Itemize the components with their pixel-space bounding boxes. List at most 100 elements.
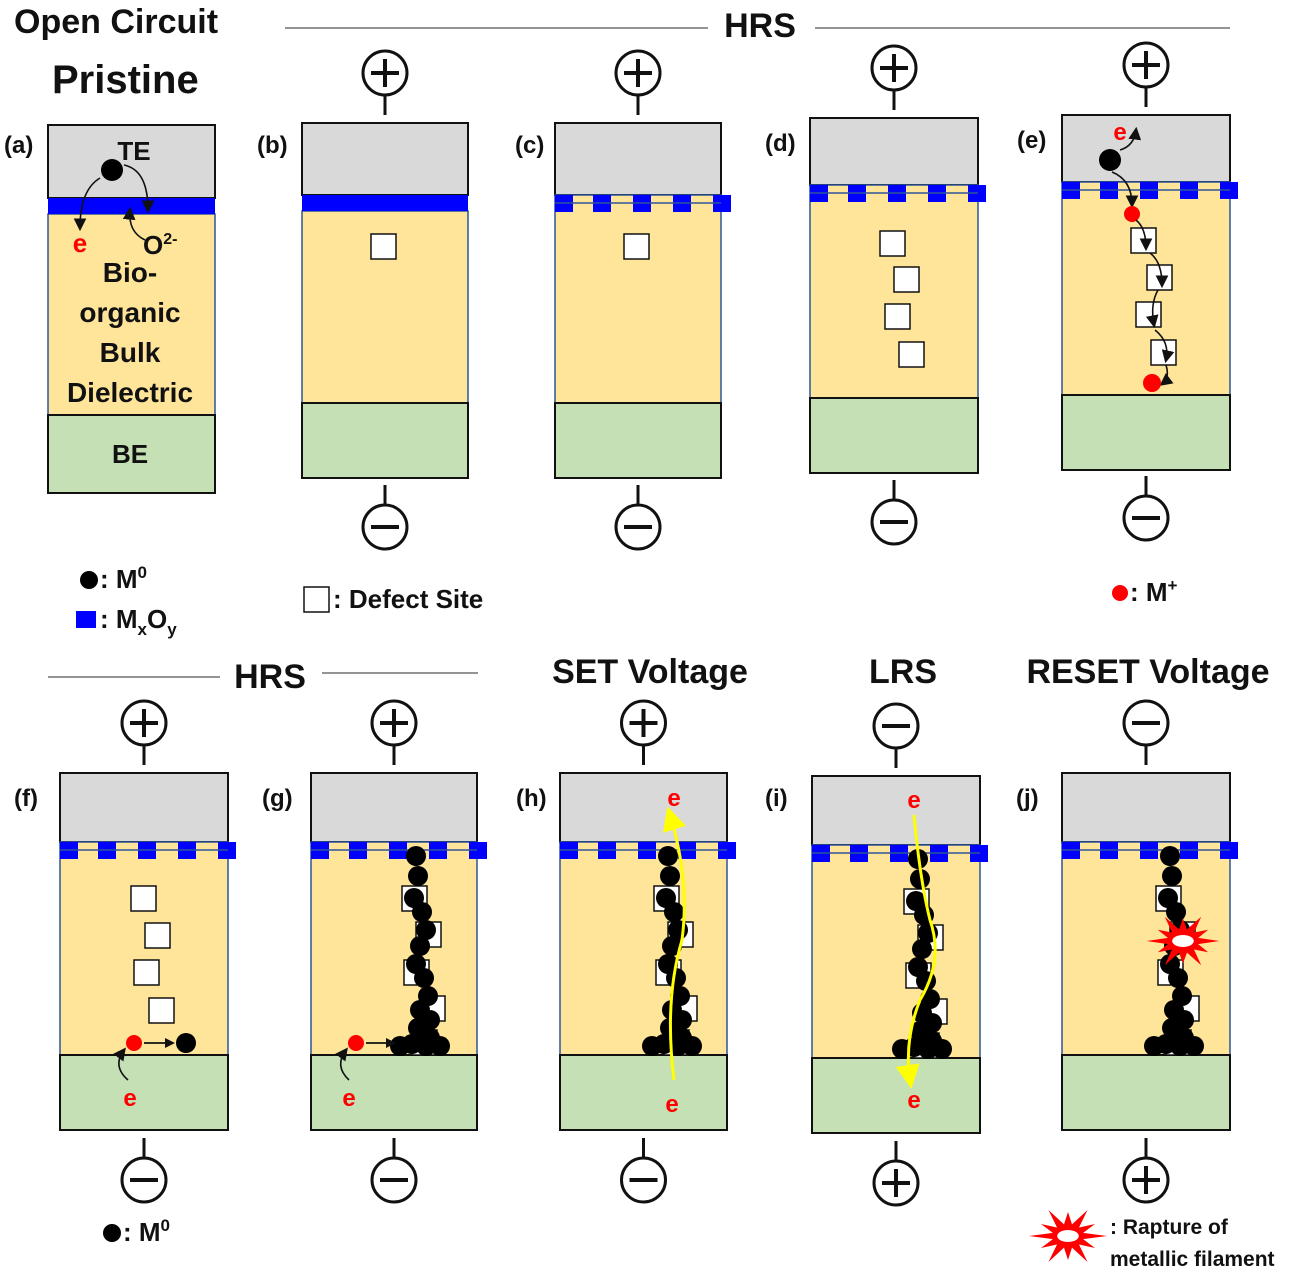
- top-electrode: [59, 772, 229, 843]
- panel-h: [559, 772, 736, 1131]
- panel-label-i: (i): [765, 785, 788, 812]
- filament-metal-atom: [416, 920, 436, 940]
- defect-site: [133, 959, 160, 986]
- ion-migration-arrow: [1145, 289, 1159, 329]
- ion-migration-arrow: [1149, 252, 1169, 289]
- panel-label-c: (c): [515, 132, 544, 159]
- electron-escape-arrow: [1119, 126, 1142, 151]
- bottom-electrode: [310, 1054, 478, 1131]
- panel-label-a: (a): [4, 132, 33, 159]
- defect-site: [1150, 339, 1177, 366]
- bottom-electrode-label: BE: [112, 439, 148, 469]
- filament-metal-atom: [390, 1036, 410, 1056]
- electron-label: e: [907, 1087, 920, 1114]
- header-hrs-top: HRS: [724, 7, 796, 45]
- filament-metal-atom: [414, 968, 434, 988]
- top-electrode: [809, 117, 979, 186]
- filament-metal-atom: [412, 902, 432, 922]
- panel-f: [59, 772, 236, 1131]
- top-electrode: [554, 122, 722, 196]
- panel-j: [1061, 772, 1238, 1131]
- defect-site: [623, 233, 650, 260]
- defect-site-legend-icon: [303, 586, 330, 613]
- filament-metal-atom: [1170, 1036, 1190, 1056]
- metal-ion-legend-icon: [1112, 585, 1128, 601]
- dielectric-label-line: organic: [79, 297, 180, 328]
- legend-metal-ion: : M+: [1130, 576, 1178, 607]
- metal-atom: [101, 159, 123, 181]
- bottom-electrode: [809, 397, 979, 474]
- superscript: +: [1168, 576, 1178, 595]
- header-reset-voltage: RESET Voltage: [1026, 653, 1269, 691]
- dielectric-layer: [1061, 841, 1231, 1056]
- panel-label-e: (e): [1017, 127, 1046, 154]
- ion-migration-arrow: [1135, 219, 1153, 252]
- filament-metal-atom: [642, 1036, 662, 1056]
- bottom-electrode: [559, 1054, 728, 1131]
- panel-c: [554, 122, 731, 479]
- legend-defect-site: : Defect Site: [333, 584, 483, 614]
- defect-site: [1135, 301, 1162, 328]
- arrowhead: [165, 1038, 175, 1048]
- electron-release-arrow: [73, 177, 101, 232]
- panel-d: [809, 117, 986, 474]
- panel-label-h: (h): [516, 785, 547, 812]
- dielectric-layer: [554, 194, 722, 404]
- filament-metal-atom: [682, 1036, 702, 1056]
- electron-arrow: [335, 1047, 350, 1081]
- filament-metal-atom: [910, 869, 930, 889]
- metal-oxide-legend-icon: [76, 611, 96, 628]
- panel-i: [811, 775, 988, 1134]
- filament-metal-atom: [918, 1039, 938, 1059]
- rupture-legend-icon-core: [1057, 1230, 1079, 1242]
- header-open-circuit: Open Circuit: [14, 3, 218, 41]
- header-pristine: Pristine: [52, 58, 199, 102]
- top-electrode: [310, 772, 478, 843]
- dielectric-label-line: Bulk: [100, 337, 161, 368]
- metal-atom-legend-icon: [103, 1224, 121, 1242]
- dielectric-layer: [59, 841, 229, 1056]
- bottom-electrode: [554, 402, 722, 479]
- header-hrs-bottom: HRS: [234, 658, 306, 696]
- metal-oxide-layer: [48, 198, 215, 214]
- metal-ion: [126, 1035, 142, 1051]
- filament-metal-atom: [664, 902, 684, 922]
- bottom-electrode: [1061, 1054, 1231, 1131]
- oxygen-charge: 2-: [163, 231, 177, 248]
- filament-metal-atom: [1144, 1036, 1164, 1056]
- top-electrode-label: TE: [117, 136, 150, 166]
- filament-metal-atom: [430, 1036, 450, 1056]
- electron-arrow: [113, 1047, 129, 1081]
- electron-current-path: [895, 814, 937, 1089]
- panel-g: [310, 772, 487, 1131]
- filament-metal-atom: [932, 1039, 952, 1059]
- dielectric-label-line: Bio-: [103, 257, 157, 288]
- subscript: x: [138, 620, 148, 639]
- filament-metal-atom: [1168, 968, 1188, 988]
- top-electrode: [1061, 772, 1231, 843]
- subscript: y: [167, 620, 177, 639]
- legend-metal-atom-f: : M0: [123, 1216, 170, 1247]
- panel-b: [301, 122, 469, 479]
- bottom-electrode: [301, 402, 469, 479]
- panel-label-b: (b): [257, 132, 288, 159]
- header-lrs: LRS: [869, 653, 937, 691]
- filament-metal-atom: [1184, 1036, 1204, 1056]
- legend-rupture-line1: : Rapture of: [1110, 1216, 1229, 1239]
- electron-label: e: [667, 785, 680, 812]
- filament-metal-atom: [660, 866, 680, 886]
- filament-metal-atom: [662, 936, 682, 956]
- dielectric-layer: [310, 841, 478, 1056]
- top-electrode: [559, 772, 728, 843]
- top-electrode: [47, 124, 216, 199]
- legend-metal-atom: : M0: [100, 563, 147, 594]
- electron-label: e: [907, 787, 920, 814]
- panel-label-j: (j): [1016, 785, 1039, 812]
- ion-migration-arrow: [1159, 364, 1174, 386]
- filament-metal-atom: [416, 1036, 436, 1056]
- legend-rupture-line2: metallic filament: [1110, 1248, 1275, 1271]
- dielectric-label-line: Dielectric: [67, 377, 193, 408]
- filament-metal-atom: [912, 939, 932, 959]
- filament-metal-atom: [408, 866, 428, 886]
